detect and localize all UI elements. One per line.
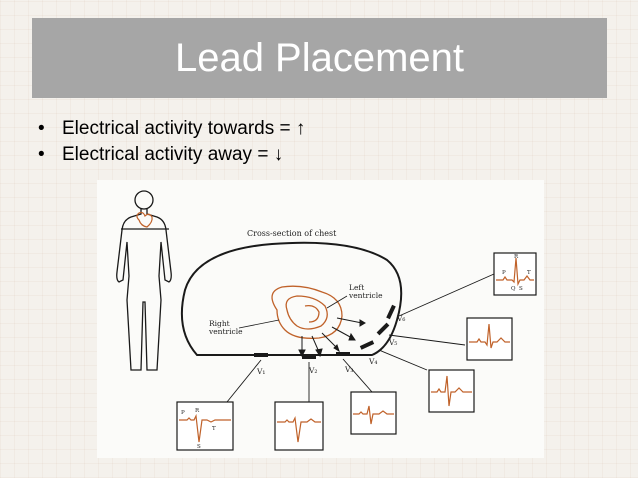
bullet-item: • Electrical activity away = ↓ — [38, 142, 305, 168]
ecg-v5-box — [466, 317, 513, 361]
lead-label-v6: V₆ — [396, 314, 405, 323]
lead-label-v2: V₂ — [308, 366, 317, 375]
depolarization-vectors — [298, 317, 366, 358]
body-heart-icon — [136, 211, 153, 228]
v1-wave-p: P — [181, 410, 185, 416]
left-ventricle-label: Left — [349, 283, 364, 292]
right-ventricle-pointer — [238, 319, 280, 329]
v1-wave-t: T — [212, 426, 216, 432]
ecg-v6-box: R P T Q S — [493, 252, 537, 296]
bullet-list: • Electrical activity towards = ↑ • Elec… — [38, 116, 305, 168]
lead-label-v3: V₃ — [344, 365, 353, 374]
title-bar: Lead Placement — [32, 18, 607, 98]
bullet-text: Electrical activity away = ↓ — [62, 144, 284, 165]
chest-label: Cross-section of chest — [247, 229, 337, 238]
body-silhouette-icon — [116, 190, 172, 371]
lead-placement-figure: Cross-section of chest Left ventricle Ri… — [97, 180, 544, 458]
lead-label-v5: V₅ — [388, 338, 397, 347]
right-ventricle-label: Right — [209, 319, 230, 328]
v1-wave-r: R — [195, 408, 200, 414]
bullet-marker: • — [38, 118, 45, 139]
ecg-v3-box — [350, 391, 397, 435]
v6-wave-r: R — [514, 254, 519, 260]
left-ventricle-label: ventricle — [348, 291, 383, 300]
left-ventricle-pointer — [326, 295, 348, 309]
v6-wave-s: S — [519, 286, 523, 292]
v6-wave-t: T — [527, 270, 531, 276]
lead-connectors — [226, 273, 495, 403]
v6-wave-p: P — [502, 270, 506, 276]
v1-wave-s: S — [197, 444, 201, 450]
right-ventricle-label: ventricle — [208, 327, 243, 336]
bullet-item: • Electrical activity towards = ↑ — [38, 116, 305, 142]
lead-diagram: Cross-section of chest Left ventricle Ri… — [116, 190, 537, 451]
v6-wave-q: Q — [511, 286, 516, 292]
bullet-marker: • — [38, 144, 45, 165]
electrodes — [254, 304, 396, 359]
heart-cross-section — [271, 285, 343, 339]
ecg-v4-box — [428, 369, 475, 413]
slide-title: Lead Placement — [174, 35, 465, 80]
lead-label-v1: V₁ — [256, 367, 265, 376]
chest-outline — [180, 241, 403, 356]
ecg-v2-box — [274, 401, 324, 451]
lead-label-v4: V₄ — [368, 357, 377, 366]
bullet-text: Electrical activity towards = ↑ — [62, 118, 306, 139]
ecg-v1-box: P R T S — [176, 401, 234, 451]
